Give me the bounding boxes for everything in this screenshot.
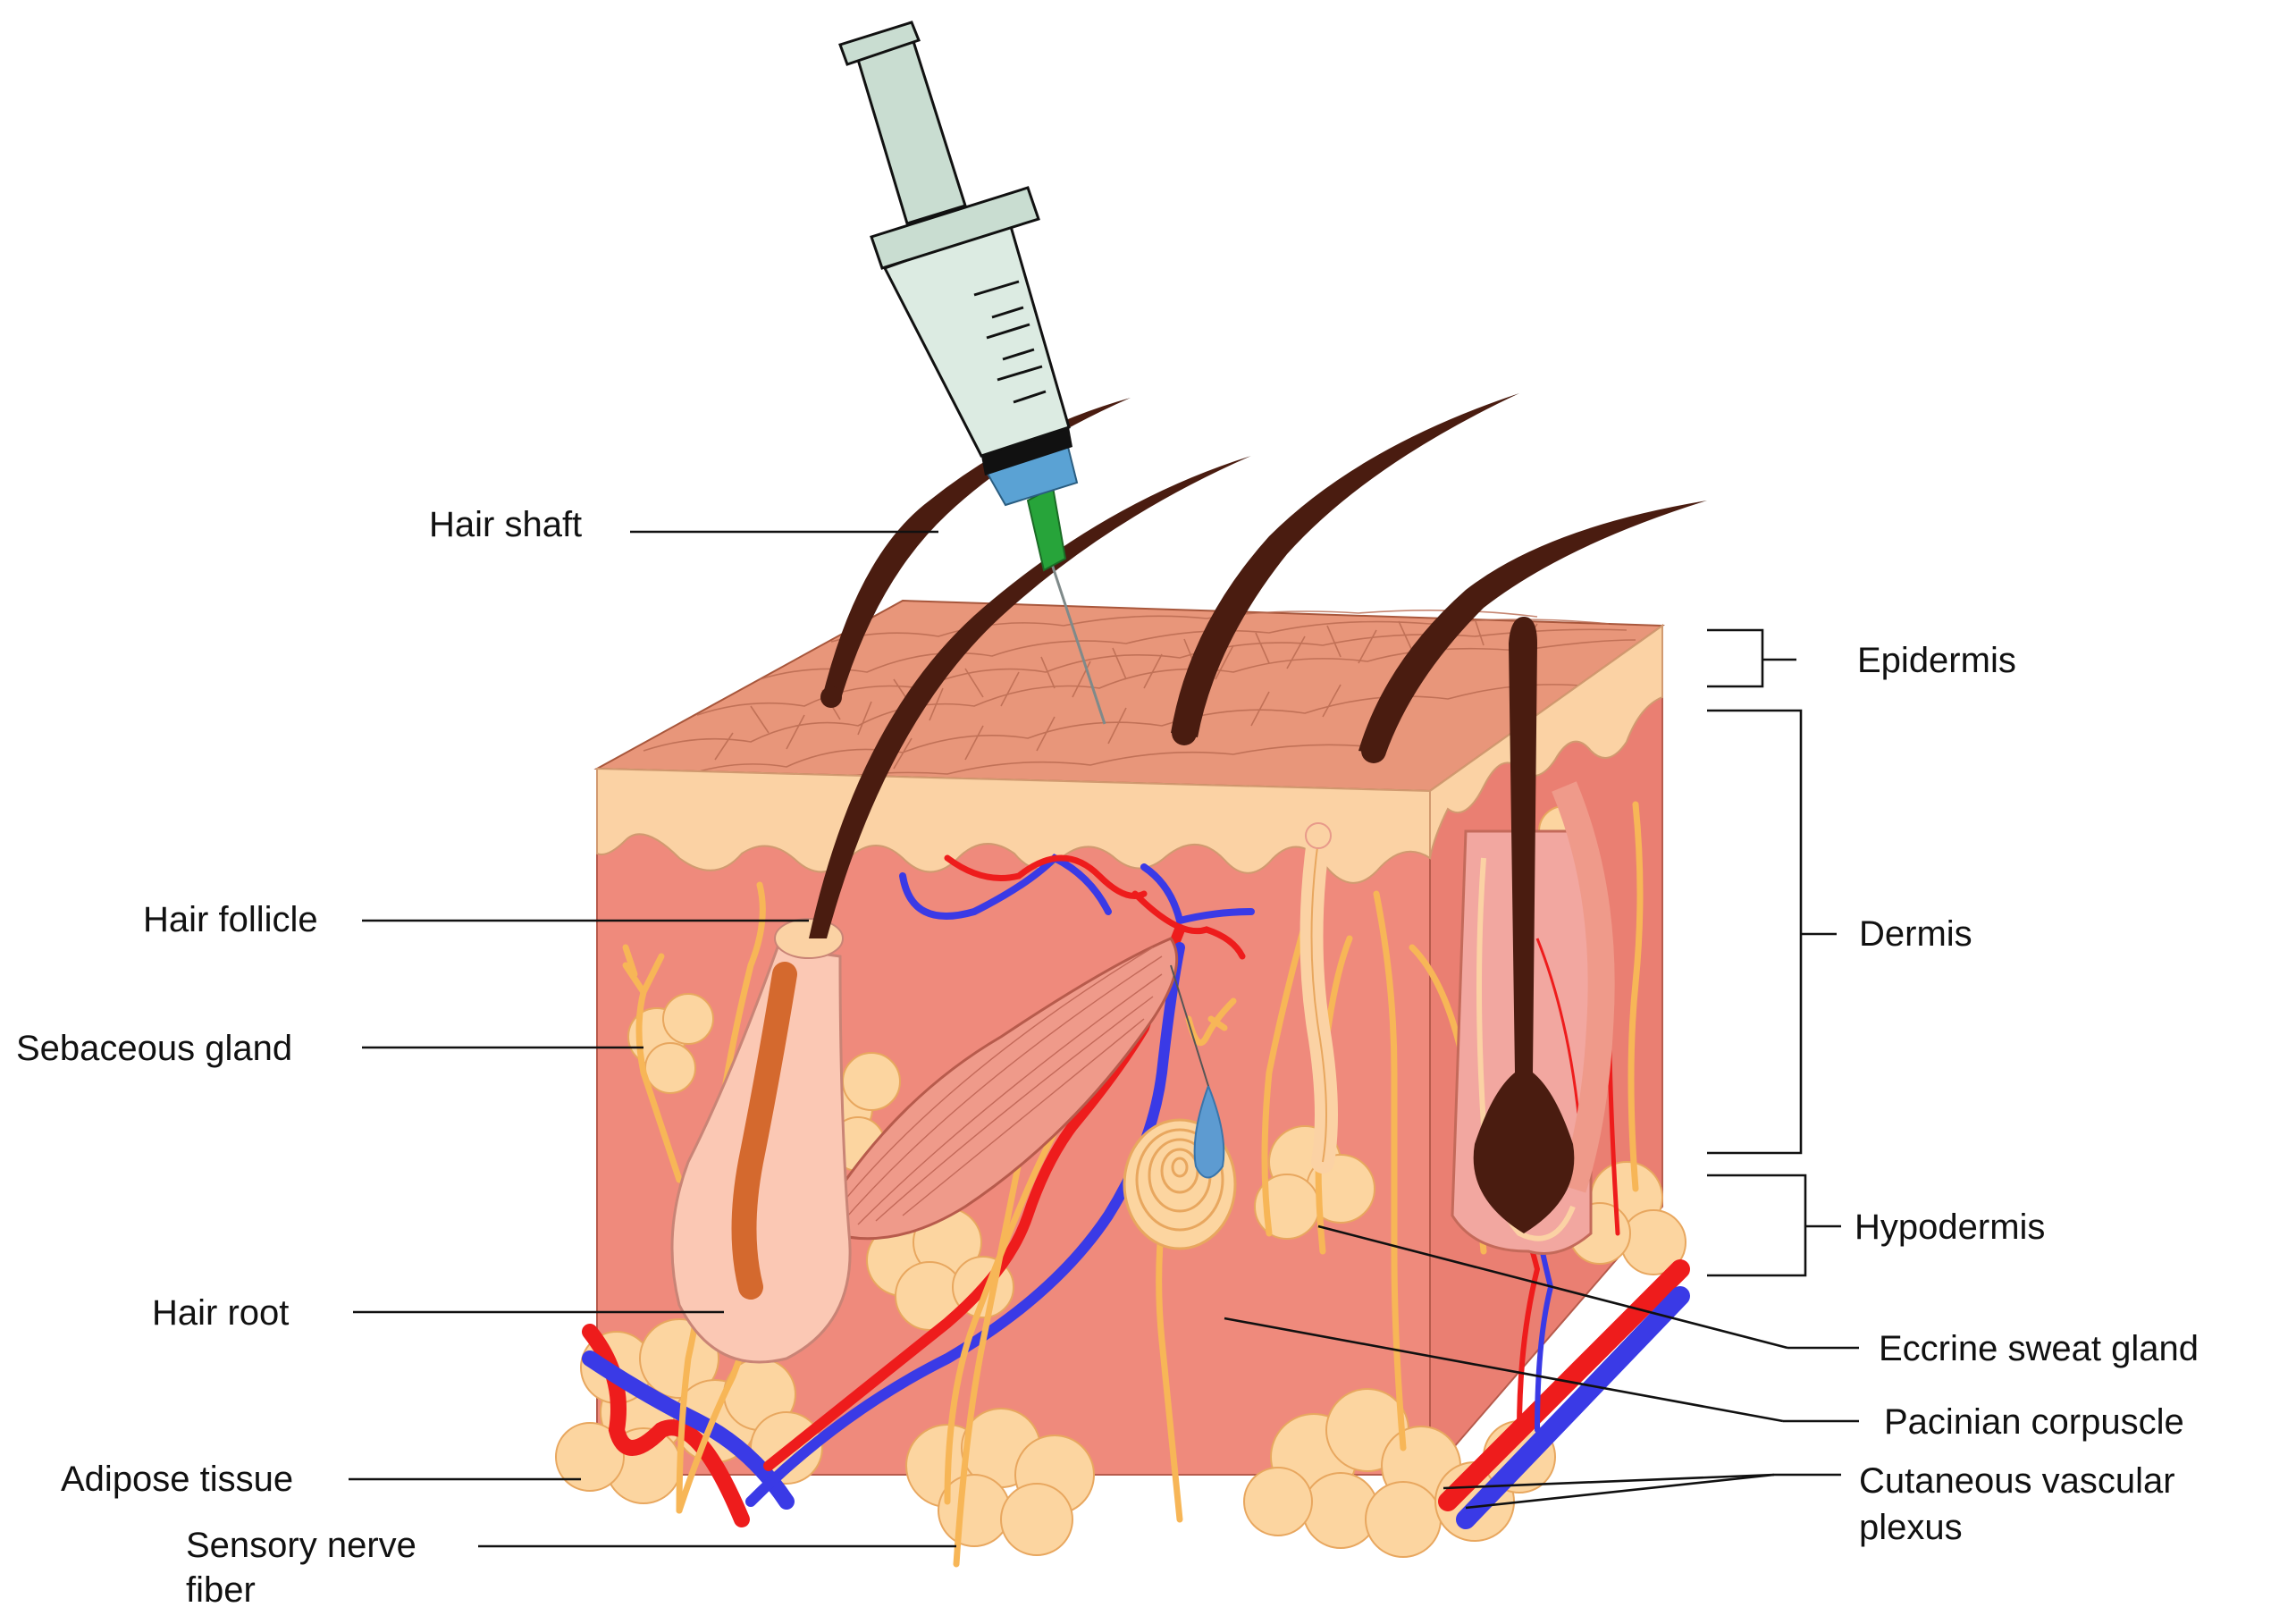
label-dermis: Dermis	[1859, 914, 1972, 954]
sweat-drop-line	[1170, 964, 1209, 1087]
labels: Hair shaft Hair follicle Sebaceous gland…	[16, 505, 2199, 1610]
label-sensory-nerve-line2: fiber	[186, 1570, 256, 1610]
papillary-layer-side	[1429, 624, 1663, 859]
syringe-collar	[981, 427, 1072, 475]
sweat-drop	[1193, 1083, 1225, 1179]
label-hair-shaft: Hair shaft	[429, 505, 582, 544]
arrector-pili-muscle	[820, 937, 1179, 1241]
leader-pacinian-corpuscle	[1224, 1317, 1784, 1423]
label-sensory-nerve-line1: Sensory nerve	[186, 1526, 416, 1565]
label-hair-follicle: Hair follicle	[143, 900, 318, 939]
label-hypodermis: Hypodermis	[1855, 1207, 2045, 1247]
needle-tip-hub	[1026, 485, 1067, 572]
syringe-graduations	[973, 280, 1047, 404]
skin-block	[555, 393, 1707, 1568]
label-sebaceous-gland: Sebaceous gland	[16, 1029, 292, 1068]
bracket-dermis	[1707, 709, 1837, 1155]
leader-eccrine-sweat-gland	[1317, 1224, 1788, 1350]
label-cutaneous-vascular-line2: plexus	[1859, 1508, 1963, 1547]
syringe	[838, 21, 1106, 725]
leader-cutaneous-vascular-2	[1465, 1473, 1775, 1510]
label-hair-root: Hair root	[152, 1293, 289, 1333]
label-adipose-tissue: Adipose tissue	[61, 1460, 293, 1499]
label-pacinian-corpuscle: Pacinian corpuscle	[1884, 1402, 2184, 1442]
label-eccrine-sweat-gland: Eccrine sweat gland	[1879, 1329, 2199, 1368]
syringe-plunger	[854, 34, 967, 225]
syringe-flange	[870, 186, 1040, 270]
label-epidermis: Epidermis	[1857, 641, 2016, 680]
syringe-plunger-head	[838, 21, 921, 66]
eccrine-sweat-gland	[1300, 822, 1338, 1174]
leader-lines	[349, 530, 1859, 1548]
bracket-epidermis	[1707, 628, 1796, 688]
papillary-layer-front	[596, 767, 1431, 884]
blood-vessels	[582, 802, 1690, 1529]
label-cutaneous-vascular-line1: Cutaneous vascular	[1859, 1461, 2175, 1501]
hair-shafts	[809, 393, 1707, 1233]
bracket-hypodermis	[1707, 1174, 1841, 1277]
leader-cutaneous-vascular-1	[1443, 1473, 1775, 1490]
needle	[1044, 544, 1106, 725]
